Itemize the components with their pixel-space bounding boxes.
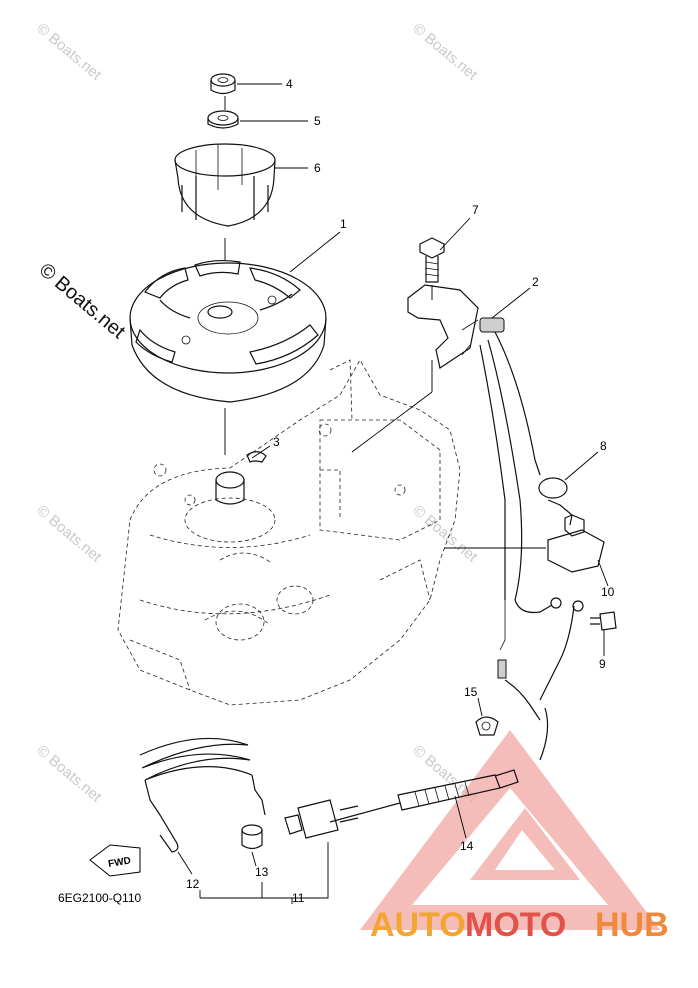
washer-part-5 [207,110,239,129]
callout-14: 14 [460,839,474,853]
drawing-code: 6EG2100-Q110 [58,891,141,905]
callout-10: 10 [601,585,615,599]
callout-labels: 4 5 6 1 7 2 3 8 10 9 15 14 13 12 11 [177,77,615,905]
watermark-group: © Boats.net © Boats.net © Boats.net © Bo… [33,20,481,806]
bolt-part-7 [419,237,445,300]
callout-8: 8 [600,439,607,453]
cap-part-13 [241,824,263,850]
lanyard-part-12 [139,737,266,853]
brand-text-hub: HUB [595,906,669,944]
callout-13: 13 [255,865,269,879]
watermark-text: © Boats.net [33,20,105,84]
ignition-coil-part-2 [407,284,541,601]
brand-text-moto: MOTO [465,906,566,944]
switch-cable-part-14 [329,679,549,823]
watermark-text: © Boats.net [33,502,105,566]
callout-1: 1 [340,217,347,231]
callout-4: 4 [286,77,293,91]
plug-cap-part-8 [538,477,605,573]
callout-5: 5 [314,114,321,128]
fwd-label: FWD [107,855,131,870]
callout-2: 2 [532,275,539,289]
callout-15: 15 [464,685,478,699]
pulley-part-6 [174,143,276,227]
callout-7: 7 [472,203,479,217]
flywheel-part-1 [129,259,327,403]
forward-arrow-icon: FWD [89,844,141,877]
callout-9: 9 [599,657,606,671]
bolt-part-9 [590,611,617,631]
watermark-text: © Boats.net [33,742,105,806]
callout-11: 11 [292,891,305,905]
switch-part-11 [284,799,359,839]
key-part-3 [246,451,267,463]
engine-block [117,359,461,706]
brand-text-auto: AUTO [370,906,466,944]
nut-part-4 [210,73,236,95]
brand-wordmark: AUTO MOTO HUB [370,906,669,944]
watermark-text: © Boats.net [409,20,481,84]
brand-logo-icon [360,730,660,930]
callout-3: 3 [273,435,280,449]
callout-12: 12 [186,877,200,891]
callout-6: 6 [314,161,321,175]
clamp-part-15 [475,716,499,736]
watermark-text: © Boats.net [409,502,481,566]
watermark-large: © Boats.net [35,259,130,343]
ground-wire [497,597,584,701]
